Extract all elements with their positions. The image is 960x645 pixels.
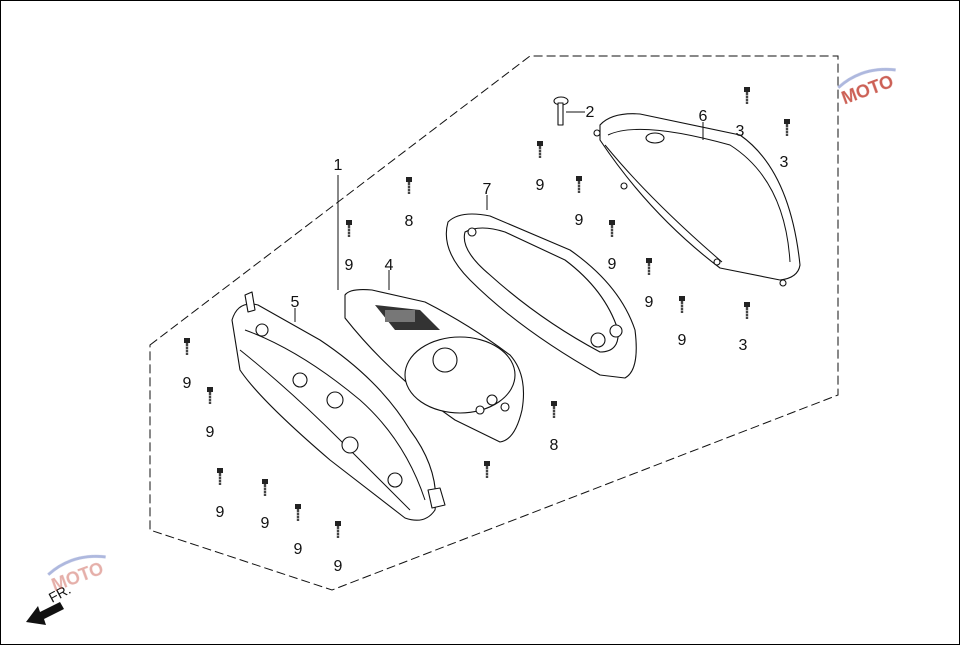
arrow-left-icon (26, 602, 64, 625)
watermarks: MOTO MOTO (47, 67, 896, 595)
callout-9: 9 (334, 558, 343, 575)
callout-1: 1 (334, 157, 343, 174)
watermark-logo-icon: MOTO (837, 67, 896, 108)
callout-9: 9 (575, 212, 584, 229)
watermark-text: MOTO (839, 71, 896, 108)
callout-2: 2 (586, 104, 595, 121)
callout-4: 4 (385, 257, 394, 274)
callout-9: 9 (345, 257, 354, 274)
callout-9: 9 (536, 177, 545, 194)
callout-9: 9 (206, 424, 215, 441)
callout-9: 9 (261, 515, 270, 532)
part-meter-board (344, 289, 525, 443)
callout-9: 9 (216, 504, 225, 521)
callout-9: 9 (645, 294, 654, 311)
callout-5: 5 (291, 294, 300, 311)
callout-8: 8 (405, 213, 414, 230)
leader-lines (294, 111, 704, 322)
callout-9: 9 (183, 375, 192, 392)
part-pin (553, 96, 569, 126)
assembly-boundary (149, 55, 839, 591)
watermark-logo-icon: MOTO (47, 554, 106, 595)
part-bezel (445, 213, 637, 379)
callout-3: 3 (739, 337, 748, 354)
callout-3: 3 (736, 123, 745, 140)
callout-8: 8 (550, 437, 559, 454)
watermark-text: MOTO (49, 558, 106, 595)
part-lens-cover (593, 113, 801, 287)
callouts: 1 2 3 3 3 4 5 6 7 8 8 9 9 9 9 9 9 9 9 9 … (183, 104, 789, 575)
callout-3: 3 (780, 154, 789, 171)
callout-9: 9 (294, 541, 303, 558)
callout-7: 7 (483, 181, 492, 198)
callout-9: 9 (608, 256, 617, 273)
part-housing (231, 291, 446, 521)
callout-9: 9 (678, 332, 687, 349)
callout-6: 6 (699, 108, 708, 125)
